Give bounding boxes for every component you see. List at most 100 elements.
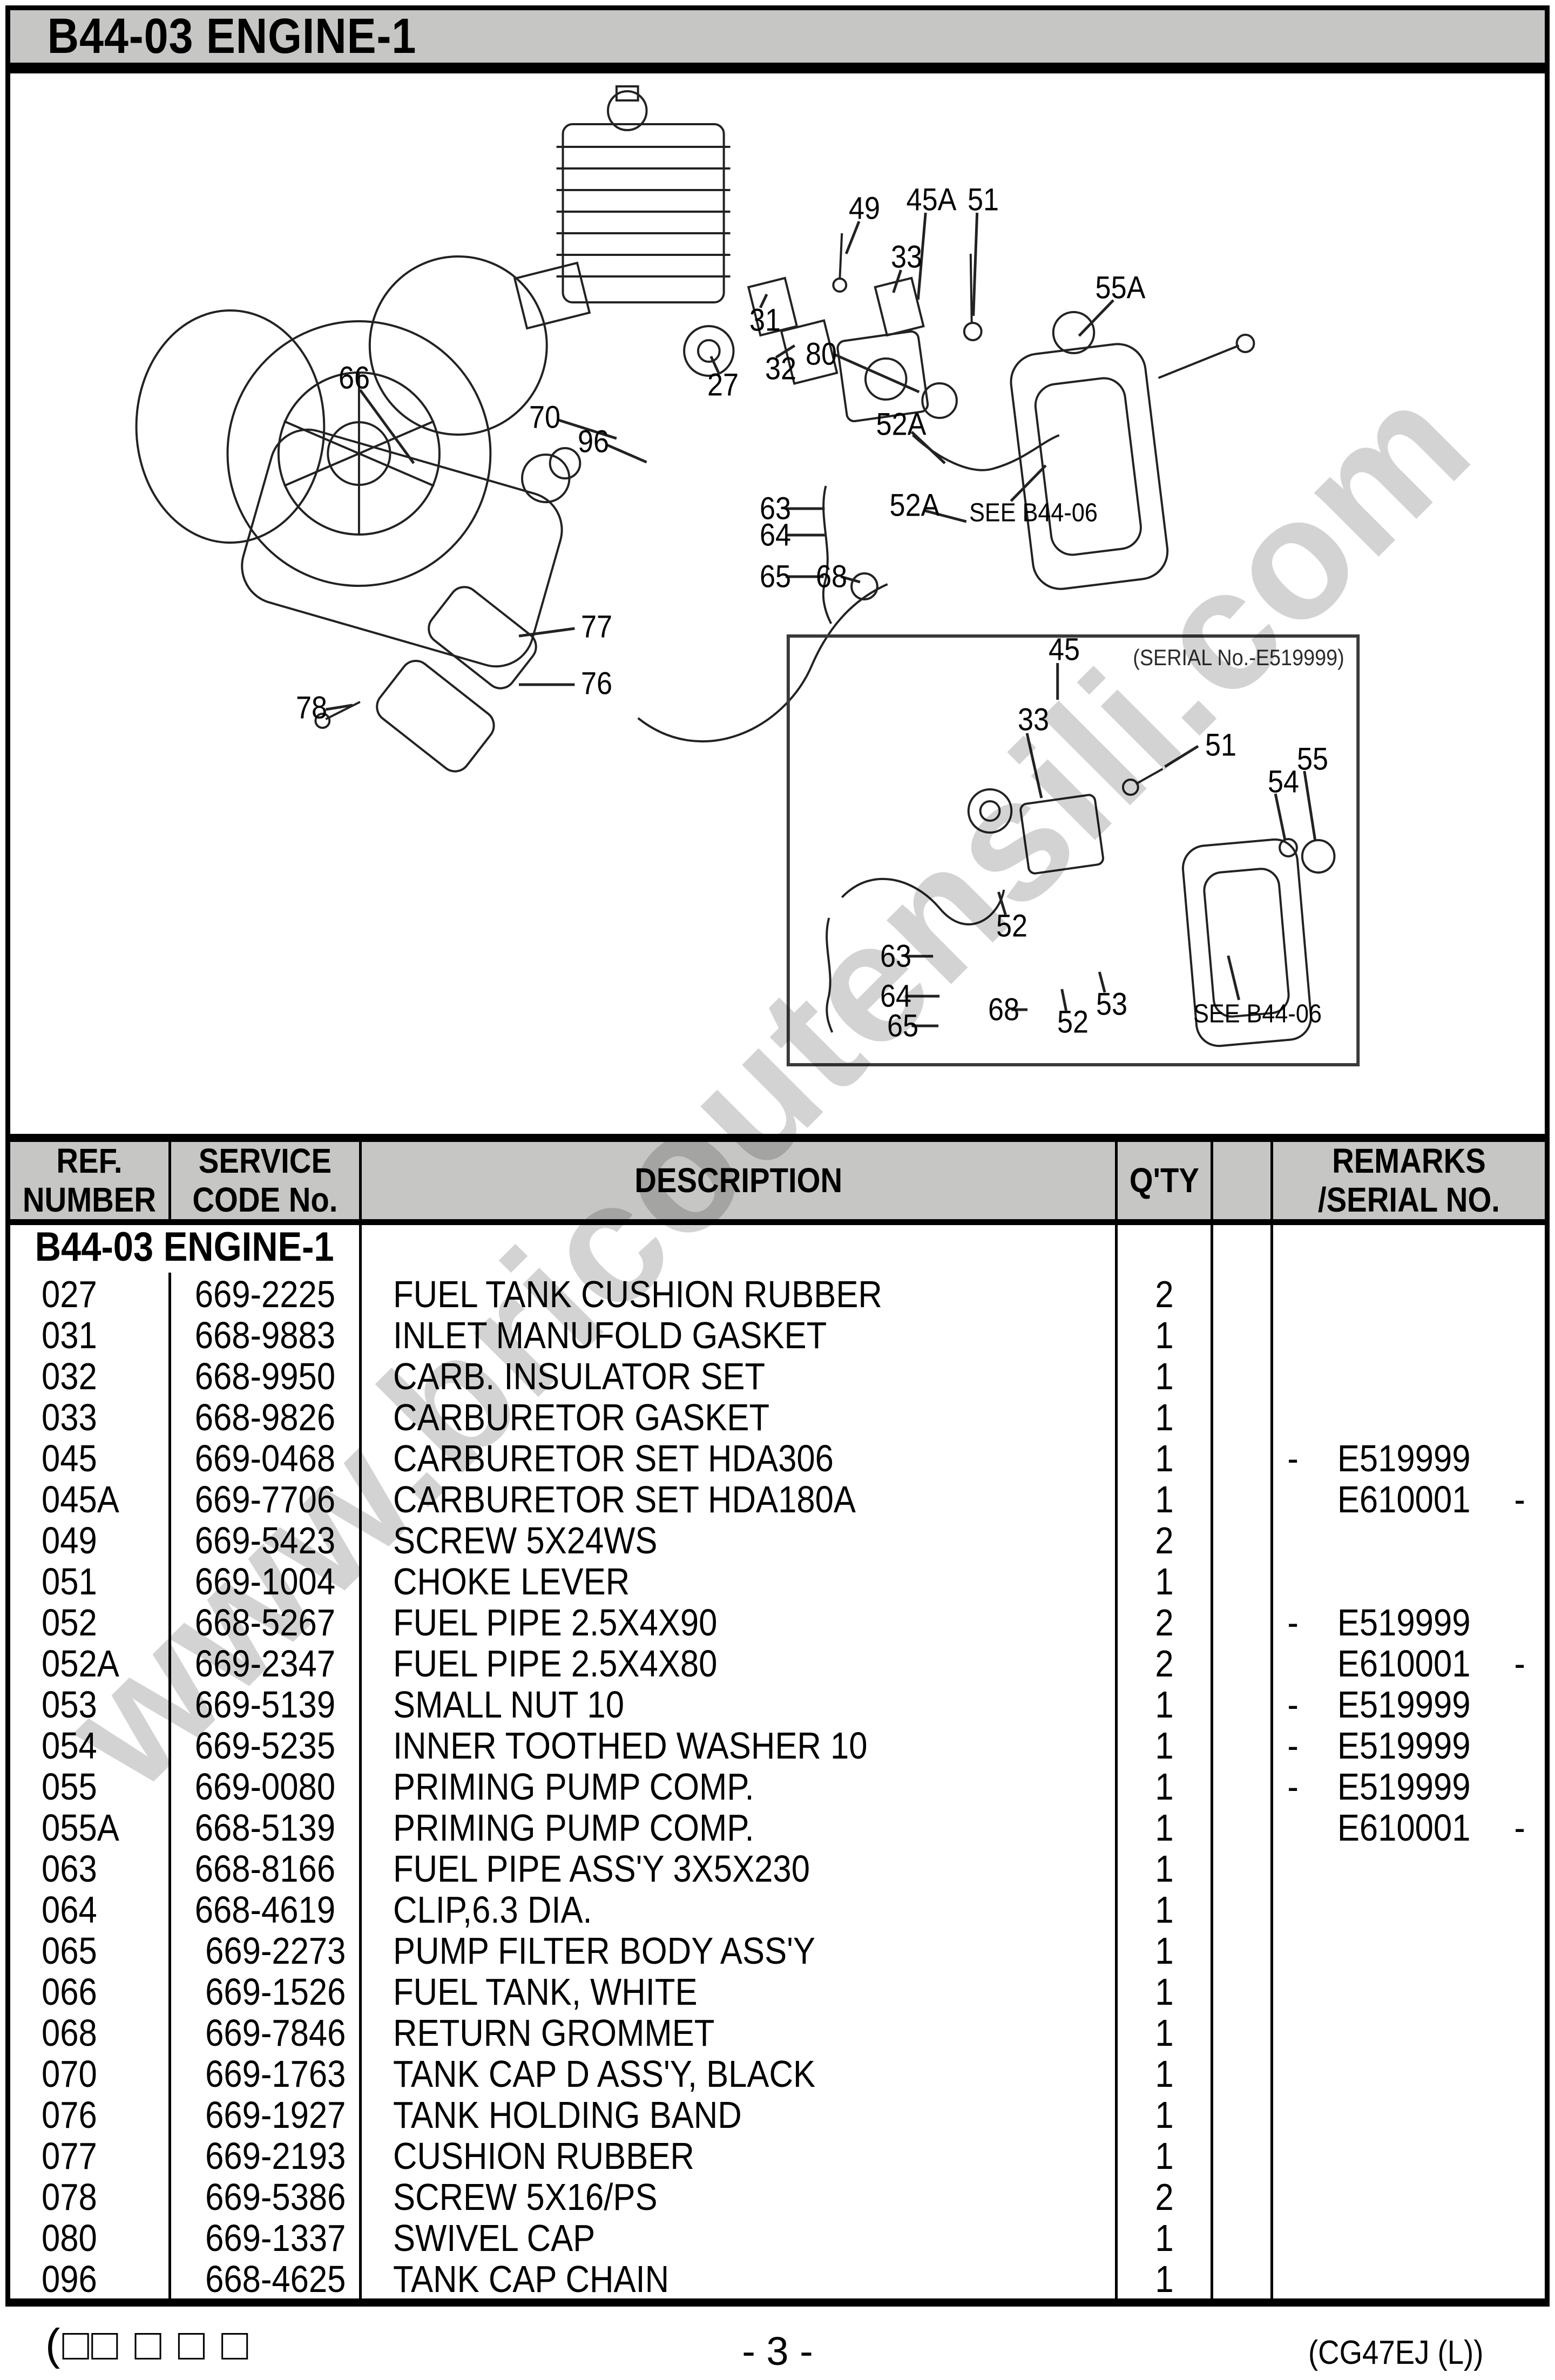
description-cell: RETURN GROMMET <box>362 2011 1118 2054</box>
service-code-cell: 669-0080 <box>171 1765 362 1808</box>
diagram-callout-65: 65 <box>887 1008 919 1044</box>
qty-cell: 2 <box>1118 1273 1213 1316</box>
diagram-callout-51: 51 <box>967 182 999 218</box>
diagram-callout-32: 32 <box>765 351 797 387</box>
diagram-callout-64: 64 <box>759 517 792 553</box>
description-cell: PUMP FILTER BODY ASS'Y <box>362 1929 1118 1972</box>
diagram-callout-33: 33 <box>1017 702 1050 738</box>
qty-cell: 1 <box>1118 1314 1213 1357</box>
blank-cell <box>1213 2093 1273 2136</box>
fuel-tank-sketch <box>241 428 582 773</box>
page-title: B44-03 ENGINE-1 <box>47 9 417 64</box>
description-cell: FUEL PIPE 2.5X4X80 <box>362 1642 1118 1685</box>
description-cell: INNER TOOTHED WASHER 10 <box>362 1724 1118 1767</box>
service-code-cell: 669-5423 <box>171 1519 362 1562</box>
description-cell: CHOKE LEVER <box>362 1560 1118 1603</box>
diagram-callout-65: 65 <box>759 559 792 594</box>
ref-number-cell: 045 <box>10 1437 171 1480</box>
diagram-callout-76: 76 <box>580 666 613 701</box>
ref-number-cell: 096 <box>10 2257 171 2301</box>
qty-cell: 1 <box>1118 2134 1213 2178</box>
remarks-cell <box>1273 1355 1545 1398</box>
description-cell: FUEL TANK, WHITE <box>362 1970 1118 2013</box>
leader-lines <box>325 212 1114 711</box>
diagram-callout-52: 52 <box>996 908 1028 944</box>
diagram-callout-52: 52 <box>1057 1004 1089 1040</box>
ref-number-cell: 054 <box>10 1724 171 1767</box>
remarks-cell <box>1273 2093 1545 2136</box>
blank-cell <box>1213 1478 1273 1521</box>
diagram-callout-77: 77 <box>580 609 613 645</box>
remarks-cell <box>1273 1273 1545 1316</box>
diagram-callout-52a: 52A <box>889 488 940 523</box>
description-cell: CARBURETOR SET HDA306 <box>362 1437 1118 1480</box>
service-code-cell: 669-2193 <box>171 2134 362 2178</box>
blank-cell <box>1213 1806 1273 1849</box>
blank-cell <box>1213 1888 1273 1931</box>
ref-number-cell: 078 <box>10 2175 171 2219</box>
carburetor-sketch <box>683 233 983 423</box>
ref-number-cell: 052A <box>10 1642 171 1685</box>
section-title-cell: B44-03 ENGINE-1 <box>10 1221 362 1273</box>
header-blank <box>1213 1142 1273 1226</box>
remarks-cell <box>1273 1847 1545 1890</box>
service-code-cell: 669-0468 <box>171 1437 362 1480</box>
service-code-cell: 668-4625 <box>171 2257 362 2301</box>
service-code-cell: 668-8166 <box>171 1847 362 1890</box>
diagram-callout-49: 49 <box>848 191 881 226</box>
diagram-callout-51: 51 <box>1205 727 1237 763</box>
description-cell: FUEL PIPE 2.5X4X90 <box>362 1601 1118 1644</box>
service-code-cell: 668-5139 <box>171 1806 362 1849</box>
page-title-bar: B44-03 ENGINE-1 <box>5 5 1550 73</box>
remarks-cell <box>1273 1970 1545 2013</box>
remarks-cell: -E519999 <box>1287 1437 1471 1479</box>
remarks-cell: -E519999 <box>1287 1725 1471 1767</box>
description-cell: TANK CAP D ASS'Y, BLACK <box>362 2052 1118 2095</box>
remarks-cell <box>1273 2175 1545 2219</box>
blank-cell <box>1213 2175 1273 2219</box>
qty-cell: 1 <box>1118 1847 1213 1890</box>
remarks-cell <box>1273 1929 1545 1972</box>
qty-cell: 1 <box>1118 1724 1213 1767</box>
blank-cell <box>1213 1642 1273 1685</box>
qty-cell: 1 <box>1118 1806 1213 1849</box>
service-code-cell: 669-7706 <box>171 1478 362 1521</box>
service-code-cell: 669-1763 <box>171 2052 362 2095</box>
blank-cell <box>1213 1396 1273 1439</box>
remarks-cell: -E519999 <box>1287 1766 1471 1808</box>
description-cell: SCREW 5X16/PS <box>362 2175 1118 2219</box>
qty-cell: 2 <box>1118 1601 1213 1644</box>
diagram-callout-54: 54 <box>1267 764 1300 800</box>
blank-cell <box>1213 1560 1273 1603</box>
header-qty: Q'TY <box>1118 1142 1213 1226</box>
qty-cell: 1 <box>1118 1683 1213 1726</box>
qty-cell: 1 <box>1118 2011 1213 2054</box>
ref-number-cell: 045A <box>10 1478 171 1521</box>
remarks-cell <box>1273 2011 1545 2054</box>
diagram-callout-see-b44-06: SEE B44-06 <box>969 498 1098 528</box>
ref-number-cell: 065 <box>10 1929 171 1972</box>
diagram-callout-78: 78 <box>295 690 328 726</box>
diagram-callout-66: 66 <box>338 360 370 396</box>
remarks-cell: -E519999 <box>1287 1683 1471 1726</box>
remarks-cell <box>1273 2257 1545 2301</box>
service-code-cell: 669-2225 <box>171 1273 362 1316</box>
description-cell: SWIVEL CAP <box>362 2216 1118 2260</box>
diagram-sketch <box>135 85 1360 1066</box>
service-code-cell: 668-4619 <box>171 1888 362 1931</box>
table-section-row: B44-03 ENGINE-1 <box>10 1221 1545 1273</box>
qty-cell: 1 <box>1118 1396 1213 1439</box>
qty-cell: 1 <box>1118 1478 1213 1521</box>
